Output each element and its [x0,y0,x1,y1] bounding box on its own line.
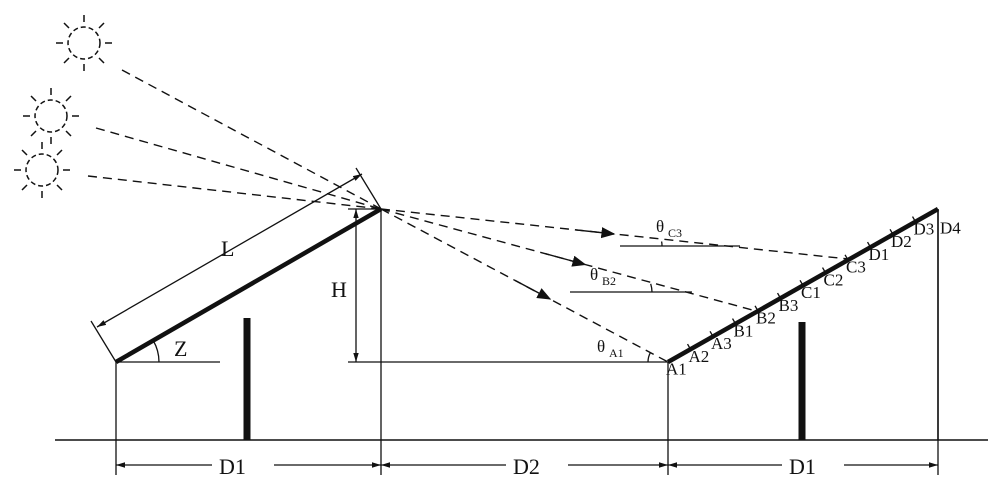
panel-tick [889,228,894,235]
panel-point-label: D3 [914,219,935,238]
panel-point-label: A1 [666,360,687,379]
svg-text:θ: θ [597,337,605,356]
label-Z: Z [174,336,187,361]
svg-text:B2: B2 [602,274,616,288]
panel-point-label: D2 [891,232,912,251]
shadow-rays [380,208,849,363]
panel-point-label: A3 [711,334,732,353]
panel-tick [686,343,692,350]
panel-tick [754,305,759,312]
height-dimension [348,208,668,363]
panel-point-label: B2 [756,309,776,328]
panel-tick [731,318,737,325]
panel-tick [911,216,917,223]
sun-icon [14,142,70,198]
tilt-angle-arc [152,340,160,363]
panel-ticks [686,216,917,350]
dim-label-bg [212,452,274,478]
dim-label-bg [506,452,568,478]
panel-tick [821,267,827,274]
panel-point-label: C1 [801,283,821,302]
panel-tick [866,241,872,248]
label-H: H [331,277,347,302]
label-D2: D2 [513,454,540,479]
theta-C3-label: θ C3 [656,217,682,240]
theta-A1-label: θ A1 [597,337,624,360]
label-D1-right: D1 [789,454,816,479]
angle-references [570,241,740,363]
panel-point-label: B1 [734,321,754,340]
panel-tick [776,292,782,299]
sun-icon [56,15,112,71]
panel-tick [709,330,714,337]
sun-icon [23,88,79,144]
dim-label-bg [782,452,844,478]
svg-text:C3: C3 [668,226,682,240]
panel-point-label: D4 [940,219,961,238]
svg-text:θ: θ [590,265,598,284]
panel-point-label: A2 [689,347,710,366]
label-D1-left: D1 [219,454,246,479]
panel-point-label: B3 [779,296,799,315]
theta-B2-label: θ B2 [590,265,616,288]
label-L: L [221,236,234,261]
panel-tick [844,254,849,261]
panel-tick [799,279,804,286]
svg-text:θ: θ [656,217,664,236]
length-dimension [90,167,382,363]
panel-point-label: D1 [869,245,890,264]
svg-text:A1: A1 [609,346,624,360]
ray-arrows [514,227,616,300]
panel-point-label: C2 [824,270,844,289]
panel-point-label: C3 [846,258,866,277]
